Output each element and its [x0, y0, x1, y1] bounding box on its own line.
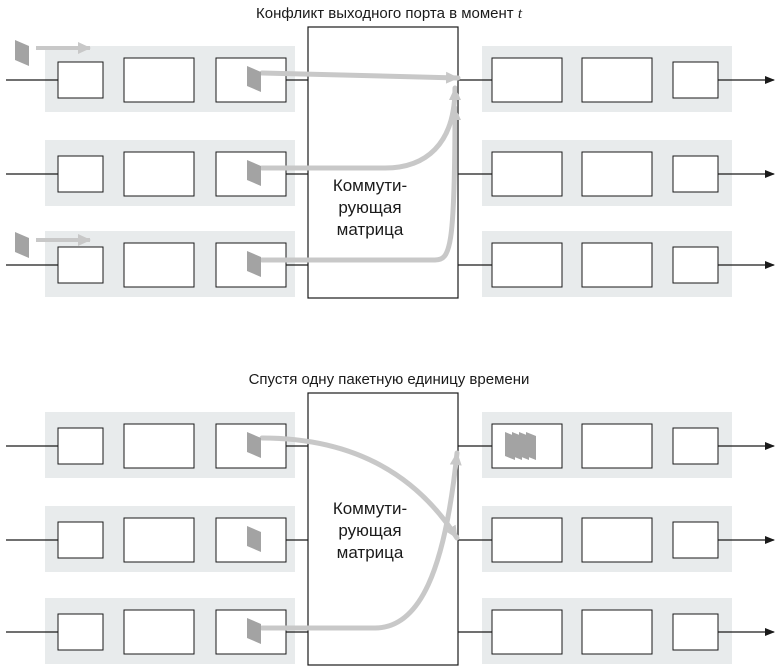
top-fabric-label: Коммути- рующая матрица — [332, 176, 408, 239]
top-switch-path-3 — [259, 105, 461, 263]
top-hol-packet-3 — [247, 251, 261, 277]
top-output-buffer-small-3 — [672, 246, 719, 284]
bottom-input-buffer-large-3 — [123, 609, 195, 655]
top-input-buffer-large-1 — [123, 57, 195, 103]
bottom-output-buffer-a-2 — [491, 517, 563, 563]
bottom-input-buffer-small-2 — [57, 521, 104, 559]
bottom-output-buffer-b-3 — [581, 609, 653, 655]
top-output-buffer-b-2 — [581, 151, 653, 197]
top-arriving-packet-1 — [15, 40, 29, 66]
bottom-hol-packet-3 — [247, 618, 261, 644]
bottom-switch-path-2 — [259, 450, 462, 631]
bottom-hol-packet-1 — [247, 432, 261, 458]
top-hol-packet-1 — [247, 66, 261, 92]
bottom-output-buffer-b-1 — [581, 423, 653, 469]
top-output-buffer-a-3 — [491, 242, 563, 288]
bottom-input-buffer-large-1 — [123, 423, 195, 469]
top-output-buffer-a-1 — [491, 57, 563, 103]
bottom-output-buffer-b-2 — [581, 517, 653, 563]
top-switch-fabric — [307, 26, 459, 299]
bottom-hol-packet-2 — [247, 526, 261, 552]
top-output-buffer-small-1 — [672, 61, 719, 99]
top-input-buffer-small-1 — [57, 61, 104, 99]
top-hol-packet-2 — [247, 160, 261, 186]
top-input-buffer-large-2 — [123, 151, 195, 197]
top-title: Конфликт выходного порта в момент t — [255, 5, 523, 22]
bottom-queued-packet — [526, 432, 536, 460]
bottom-output-buffer-small-3 — [672, 613, 719, 651]
top-input-buffer-small-2 — [57, 155, 104, 193]
top-output-buffer-small-2 — [672, 155, 719, 193]
top-output-buffer-b-3 — [581, 242, 653, 288]
bottom-input-buffer-small-1 — [57, 427, 104, 465]
bottom-switch-path-1 — [259, 435, 460, 541]
top-arriving-packet-2 — [15, 232, 29, 258]
top-input-buffer-large-3 — [123, 242, 195, 288]
bottom-input-buffer-small-3 — [57, 613, 104, 651]
top-output-buffer-a-2 — [491, 151, 563, 197]
top-output-buffer-b-1 — [581, 57, 653, 103]
bottom-output-buffer-small-2 — [672, 521, 719, 559]
bottom-input-buffer-large-2 — [123, 517, 195, 563]
top-input-buffer-small-3 — [57, 246, 104, 284]
bottom-title: Спустя одну пакетную единицу времени — [248, 371, 530, 388]
top-switch-path-1 — [259, 70, 461, 84]
bottom-switch-fabric — [307, 392, 459, 666]
bottom-output-buffer-small-1 — [672, 427, 719, 465]
bottom-fabric-label: Коммути- рующая матрица — [332, 499, 408, 562]
bottom-output-buffer-a-3 — [491, 609, 563, 655]
